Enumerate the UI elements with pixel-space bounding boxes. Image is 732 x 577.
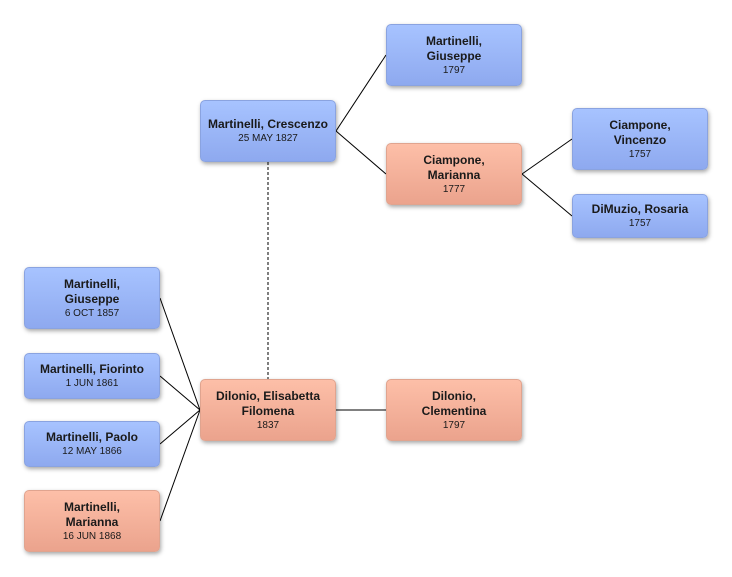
person-date: 1757 bbox=[628, 218, 652, 229]
person-date: 1837 bbox=[256, 419, 280, 431]
person-card-clementina[interactable]: Dilonio, Clementina 1797 bbox=[386, 379, 522, 441]
person-date: 12 MAY 1866 bbox=[62, 446, 122, 457]
person-card-rosaria[interactable]: DiMuzio, Rosaria 1757 bbox=[572, 194, 708, 238]
connector-crescenzo-mother bbox=[335, 130, 387, 175]
person-date: 6 OCT 1857 bbox=[64, 307, 120, 319]
person-name: Martinelli, Giuseppe bbox=[425, 33, 482, 63]
person-date: 1777 bbox=[442, 183, 466, 195]
connector-marianna-mother bbox=[521, 173, 573, 217]
person-date: 1797 bbox=[442, 419, 466, 431]
person-card-marianna-child[interactable]: Martinelli, Marianna 16 JUN 1868 bbox=[24, 490, 160, 552]
person-card-giuseppe-child[interactable]: Martinelli, Giuseppe 6 OCT 1857 bbox=[24, 267, 160, 329]
person-name: DiMuzio, Rosaria bbox=[591, 202, 689, 216]
connector-crescenzo-father bbox=[335, 54, 387, 132]
connector-child-paolo bbox=[159, 409, 201, 445]
person-card-marianna-ciampone[interactable]: Ciampone, Marianna 1777 bbox=[386, 143, 522, 205]
person-date: 1 JUN 1861 bbox=[65, 378, 119, 389]
person-name: Martinelli, Fiorinto bbox=[40, 362, 144, 376]
person-card-paolo[interactable]: Martinelli, Paolo 12 MAY 1866 bbox=[24, 421, 160, 467]
person-name: Dilonio, Elisabetta Filomena bbox=[215, 388, 320, 418]
person-date: 1757 bbox=[628, 148, 652, 160]
person-name: Martinelli, Marianna bbox=[63, 499, 120, 529]
person-name: Martinelli, Paolo bbox=[45, 430, 138, 444]
person-card-fiorinto[interactable]: Martinelli, Fiorinto 1 JUN 1861 bbox=[24, 353, 160, 399]
connector-child-marianna bbox=[159, 409, 201, 522]
connector-child-giuseppe bbox=[159, 297, 201, 411]
connector-marianna-father bbox=[521, 138, 573, 175]
person-card-crescenzo[interactable]: Martinelli, Crescenzo 25 MAY 1827 bbox=[200, 100, 336, 162]
person-date: 1797 bbox=[442, 64, 466, 76]
connector-child-fiorinto bbox=[159, 375, 201, 411]
person-name: Ciampone, Vincenzo bbox=[609, 117, 671, 147]
person-date: 16 JUN 1868 bbox=[62, 530, 122, 542]
person-card-giuseppe-father[interactable]: Martinelli, Giuseppe 1797 bbox=[386, 24, 522, 86]
person-date: 25 MAY 1827 bbox=[238, 133, 298, 144]
person-name: Ciampone, Marianna bbox=[423, 152, 485, 182]
person-card-vincenzo[interactable]: Ciampone, Vincenzo 1757 bbox=[572, 108, 708, 170]
person-name: Dilonio, Clementina bbox=[421, 388, 487, 418]
person-card-elisabetta[interactable]: Dilonio, Elisabetta Filomena 1837 bbox=[200, 379, 336, 441]
person-name: Martinelli, Crescenzo bbox=[207, 117, 329, 131]
person-name: Martinelli, Giuseppe bbox=[63, 276, 120, 306]
